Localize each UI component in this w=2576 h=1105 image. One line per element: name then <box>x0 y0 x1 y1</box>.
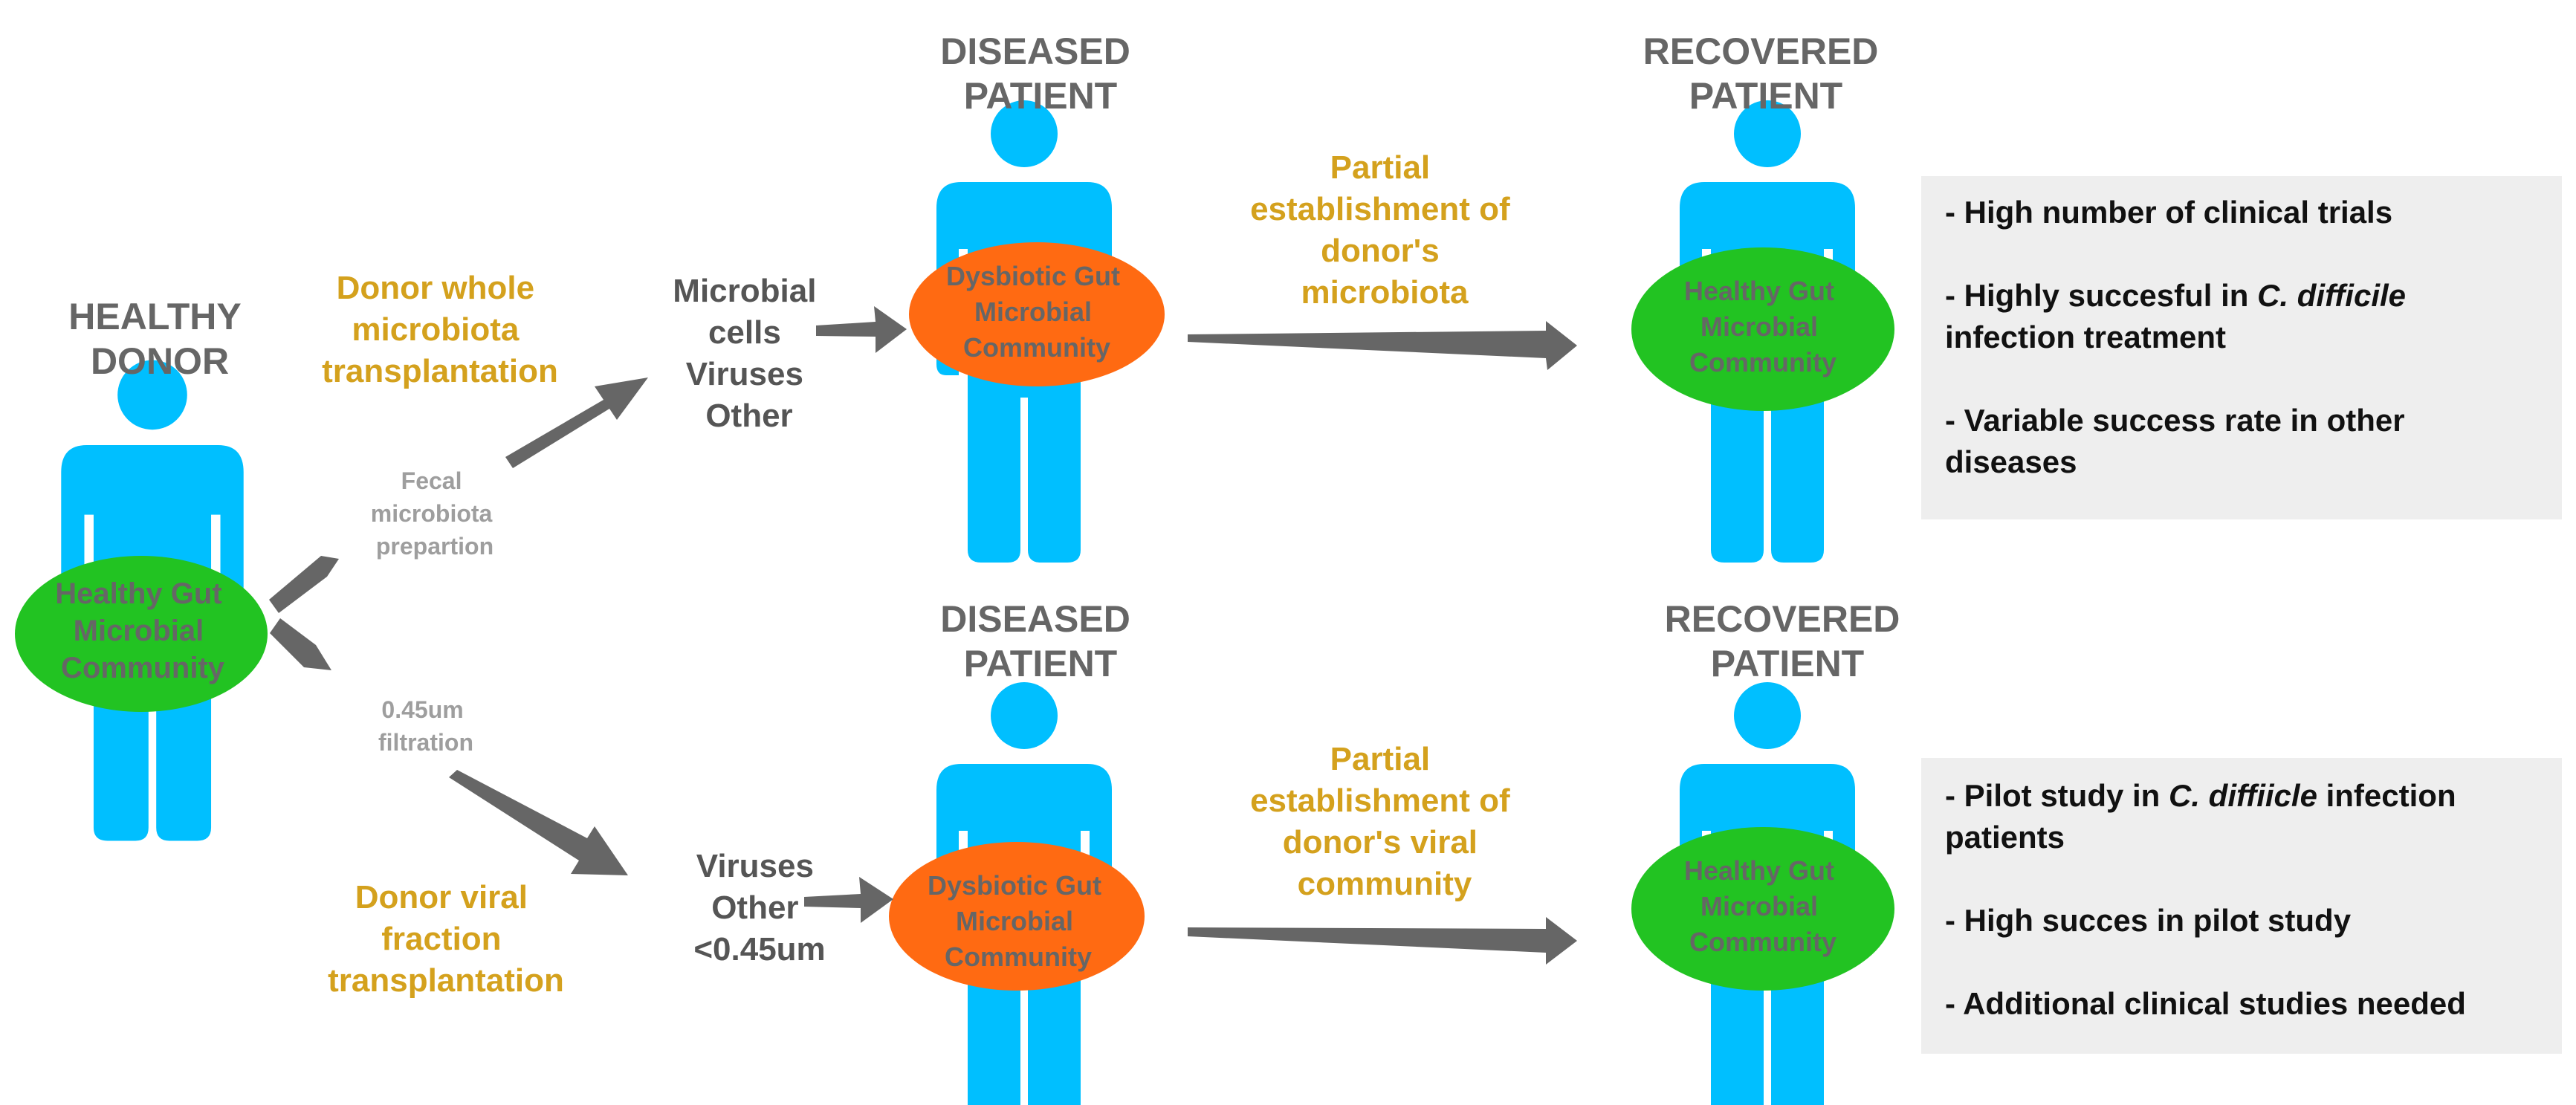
donor-heading: HEALTHY DONOR <box>68 296 250 382</box>
arrow-bottom-diseased-to-recovered-icon <box>1188 917 1577 965</box>
arrow-bottom-contents-to-diseased-icon <box>804 877 893 923</box>
arrow-top-diseased-to-recovered-icon <box>1188 321 1577 370</box>
filtration-note: 0.45um filtration <box>378 696 473 756</box>
top-summary-item-3: - Variable success rate in other <box>1945 403 2405 438</box>
top-summary-item-1: - High number of clinical trials <box>1945 195 2392 230</box>
top-summary-item-3-cont: diseases <box>1945 444 2077 479</box>
top-recovered-community-ellipse <box>1631 247 1894 411</box>
donor-community-ellipse <box>15 556 268 712</box>
donor-community-label: Healthy Gut Microbial Community <box>55 577 230 684</box>
top-outcome-label: Partial establishment of donor's microbi… <box>1250 149 1519 311</box>
fecal-prep-note: Fecal microbiota prepartion <box>371 467 499 560</box>
top-diseased-community-label: Dysbiotic Gut Microbial Community <box>946 261 1127 363</box>
bottom-contents-label: Viruses Other <0.45um <box>693 848 825 968</box>
arrow-donor-to-fecal-icon <box>269 556 339 613</box>
top-diseased-heading: DISEASED PATIENT <box>940 30 1141 117</box>
bottom-recovered-community-ellipse <box>1631 827 1894 991</box>
bottom-diseased-heading: DISEASED PATIENT <box>940 598 1141 684</box>
bottom-method-label: Donor viral fraction transplantation <box>328 879 564 999</box>
top-summary-item-2-cont: infection treatment <box>1945 320 2226 354</box>
arrow-to-bottom-contents-icon <box>449 770 628 875</box>
top-summary-box <box>1921 176 2562 519</box>
bottom-recovered-heading: RECOVERED PATIENT <box>1665 598 1911 684</box>
bottom-summary-box <box>1921 758 2562 1054</box>
bottom-outcome-label: Partial establishment of donor's viral c… <box>1250 741 1519 902</box>
top-summary-item-2: - Highly succesful in C. difficile <box>1945 278 2406 313</box>
bottom-diseased-community-ellipse <box>889 842 1145 991</box>
bottom-summary-item-2: - High succes in pilot study <box>1945 903 2352 938</box>
top-contents-label: Microbial cells Viruses Other <box>673 273 825 434</box>
bottom-recovered-community-label: Healthy Gut Microbial Community <box>1684 855 1842 957</box>
arrow-to-top-contents-icon <box>505 377 648 468</box>
arrow-donor-to-filtration-icon <box>270 618 331 670</box>
arrow-top-contents-to-diseased-icon <box>816 306 907 353</box>
bottom-summary-item-3: - Additional clinical studies needed <box>1945 986 2466 1021</box>
bottom-diseased-community-label: Dysbiotic Gut Microbial Community <box>928 870 1109 972</box>
top-recovered-community-label: Healthy Gut Microbial Community <box>1684 276 1842 377</box>
top-method-label: Donor whole microbiota transplantation <box>322 270 558 389</box>
top-diseased-community-ellipse <box>909 242 1165 386</box>
top-recovered-heading: RECOVERED PATIENT <box>1643 30 1889 117</box>
bottom-summary-item-1-cont: patients <box>1945 820 2065 855</box>
bottom-summary-item-1: - Pilot study in C. diffiicle infection <box>1945 778 2456 813</box>
